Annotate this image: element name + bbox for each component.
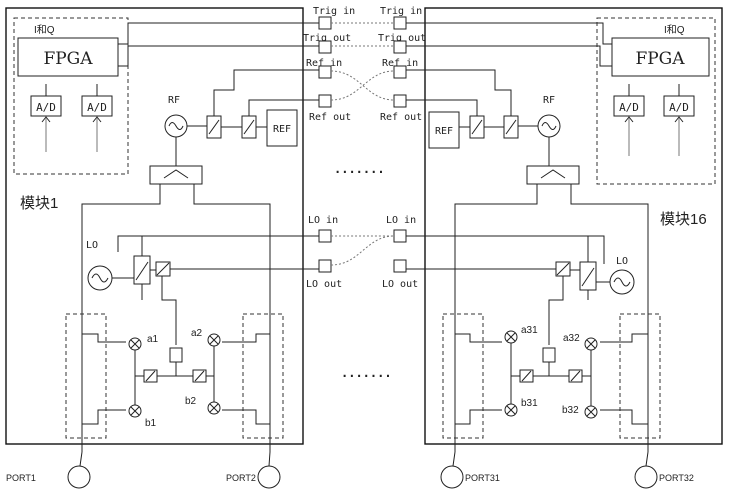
left-ref-out-connector xyxy=(318,94,332,108)
left-connectors: Trig in Trig out Ref in Ref out LO in LO… xyxy=(303,6,355,290)
left-trig-out-label: Trig out xyxy=(303,33,351,44)
left-trig-in-connector xyxy=(318,16,332,30)
port-1 xyxy=(67,465,91,489)
port-31-label: PORT31 xyxy=(465,473,500,483)
port-32 xyxy=(634,465,658,489)
module-16-ad-2-label: A/D xyxy=(669,101,689,114)
right-trig-in-label: Trig in xyxy=(380,6,422,17)
module-16-splitter xyxy=(526,165,580,185)
left-ref-in-label: Ref in xyxy=(306,58,342,69)
right-ref-out-label: Ref out xyxy=(380,112,422,123)
right-lo-in-connector xyxy=(393,229,407,243)
left-trig-out-connector xyxy=(318,40,332,54)
ellipsis-bottom: ······· xyxy=(341,369,392,383)
port-2 xyxy=(257,465,281,489)
module-16-coupler-left xyxy=(442,313,484,439)
port-1-label: PORT1 xyxy=(6,473,36,483)
module-1-name: 模块1 xyxy=(20,195,58,212)
module-1-coupler-right xyxy=(242,313,284,439)
right-lo-out-connector xyxy=(393,259,407,273)
module-1-lo-label: LO xyxy=(86,240,98,251)
ellipsis-top: ······· xyxy=(334,165,385,179)
port-32-label: PORT32 xyxy=(659,473,694,483)
module-1-ref-label: REF xyxy=(273,124,291,135)
module-16-iq-label: I和Q xyxy=(664,24,685,36)
module-1-label-a1: a1 xyxy=(147,334,159,345)
cables: ······· ······· xyxy=(330,22,395,383)
module-16-label-a31: a31 xyxy=(521,325,538,336)
module-16-label-a32: a32 xyxy=(563,333,580,344)
left-trig-in-label: Trig in xyxy=(313,6,355,17)
module-1-splitter xyxy=(149,165,203,185)
right-ref-out-connector xyxy=(393,94,407,108)
module-1-label-b2: b2 xyxy=(185,396,197,407)
module-16-coupler-right xyxy=(619,313,661,439)
right-trig-out-label: Trig out xyxy=(378,33,426,44)
port-2-label: PORT2 xyxy=(226,473,256,483)
module-16-label-b31: b31 xyxy=(521,398,538,409)
left-lo-out-label: LO out xyxy=(306,279,342,290)
module-16-ref-block xyxy=(428,111,460,149)
module-1-lo-splitter xyxy=(169,347,183,363)
port-31 xyxy=(440,465,464,489)
module-16-frame xyxy=(424,7,723,445)
module-1-coupler-left xyxy=(65,313,107,439)
module-16-name: 模块16 xyxy=(660,211,707,228)
module-1-rf-label: RF xyxy=(168,95,180,106)
right-ref-in-label: Ref in xyxy=(382,58,418,69)
module-1-ad-2-label: A/D xyxy=(87,101,107,114)
right-connectors: Trig in Trig out Ref in Ref out LO in LO… xyxy=(378,6,426,290)
module-1-fpga-label: FPGA xyxy=(43,49,93,69)
right-trig-out-connector xyxy=(393,40,407,54)
right-ref-in-connector xyxy=(393,65,407,79)
module-16-lo-splitter xyxy=(542,347,556,363)
left-lo-in-label: LO in xyxy=(308,215,338,226)
module-16-fpga-region xyxy=(596,17,716,185)
right-lo-in-label: LO in xyxy=(386,215,416,226)
module-1-frame xyxy=(5,7,304,445)
module-16-label-b32: b32 xyxy=(562,405,579,416)
module-16-lo-label: LO xyxy=(616,256,628,267)
module-16: I和Q FPGA A/D A/D RF REF 模块16 LO xyxy=(406,7,723,489)
left-lo-out-connector xyxy=(318,259,332,273)
right-trig-in-connector xyxy=(393,16,407,30)
module-1-ref-block xyxy=(266,109,298,147)
module-1-ad-1-label: A/D xyxy=(36,101,56,114)
module-1-iq-label: I和Q xyxy=(34,24,55,36)
left-ref-in-connector xyxy=(318,65,332,79)
left-ref-out-label: Ref out xyxy=(309,112,351,123)
module-1-label-b1: b1 xyxy=(145,418,157,429)
module-16-ref-label: REF xyxy=(435,126,453,137)
left-lo-in-connector xyxy=(318,229,332,243)
module-1-fpga-block xyxy=(17,37,119,77)
module-16-fpga-label: FPGA xyxy=(635,49,685,69)
right-lo-out-label: LO out xyxy=(382,279,418,290)
module-1: I和Q FPGA A/D A/D RF REF 模块1 xyxy=(5,7,319,489)
module-16-fpga-block xyxy=(611,37,710,77)
module-16-ad-1-label: A/D xyxy=(619,101,639,114)
module-16-rf-label: RF xyxy=(543,95,555,106)
module-1-fpga-region xyxy=(13,17,129,175)
module-1-label-a2: a2 xyxy=(191,328,203,339)
